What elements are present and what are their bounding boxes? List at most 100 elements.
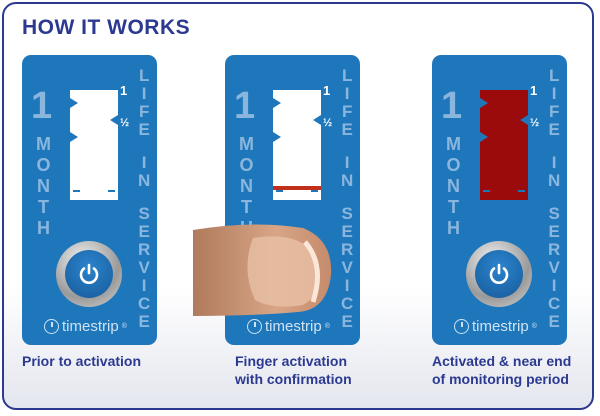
activation-button[interactable]: [56, 241, 122, 307]
registered-mark: ®: [121, 323, 127, 330]
notch-marker: [273, 132, 281, 142]
indicator-window: [70, 90, 118, 200]
clock-icon: [44, 319, 59, 334]
strip-letter: C: [138, 294, 151, 313]
activation-indicator-line: [273, 186, 321, 190]
strip-letter: E: [138, 120, 150, 139]
strip-letter: E: [548, 120, 560, 139]
strip-letter: L: [548, 66, 560, 85]
notch-marker: [273, 98, 281, 108]
strip-letter: L: [341, 66, 353, 85]
strip-letter: E: [341, 222, 353, 241]
strip-letter: E: [138, 222, 150, 241]
caption-line: Prior to activation: [22, 353, 142, 369]
strip-letter: T: [38, 197, 49, 217]
caption-line: with confirmation: [235, 371, 352, 387]
page-title: HOW IT WORKS: [22, 16, 191, 39]
end-tick: [311, 190, 318, 192]
mark-full: 1: [530, 83, 538, 98]
indicator-window: [480, 90, 528, 200]
strip-letter: R: [138, 240, 151, 259]
indicator-window: [273, 90, 321, 200]
end-tick: [276, 190, 283, 192]
strip-letter: V: [138, 258, 150, 277]
duration-number: 1: [234, 85, 256, 127]
mark-half: ½: [530, 117, 540, 129]
timestrip-logo: timestrip®: [247, 318, 330, 335]
notch-marker: [480, 132, 488, 142]
strip-letter: C: [548, 294, 561, 313]
registered-mark: ®: [324, 323, 330, 330]
step-caption: Finger activation with confirmation: [235, 352, 352, 388]
strip-letter: C: [341, 294, 354, 313]
strip-letter: M: [239, 134, 254, 154]
mark-full: 1: [120, 83, 128, 98]
strip-letter: I: [141, 276, 147, 295]
strip-letter: R: [341, 240, 354, 259]
strip-letter: I: [344, 84, 350, 103]
clock-icon: [454, 319, 469, 334]
end-tick: [518, 190, 525, 192]
step-caption: Activated & near end of monitoring period: [432, 352, 571, 388]
registered-mark: ®: [531, 323, 537, 330]
strip-letter: E: [548, 312, 560, 331]
strip-letter: T: [448, 197, 459, 217]
strip-letter: H: [37, 218, 50, 238]
strip-letter: M: [36, 134, 51, 154]
mark-full: 1: [323, 83, 331, 98]
strip-letter: F: [548, 102, 560, 121]
strip-letter: I: [551, 84, 557, 103]
caption-line: of monitoring period: [432, 371, 569, 387]
end-tick: [73, 190, 80, 192]
strip-letter: N: [341, 171, 354, 190]
notch-marker: [70, 98, 78, 108]
activation-button[interactable]: [466, 241, 532, 307]
strip-letter: V: [548, 258, 560, 277]
brand-name: timestrip: [472, 318, 529, 335]
finger-image: [193, 224, 332, 316]
strip-letter: I: [344, 153, 350, 172]
caption-line: Finger activation: [235, 353, 348, 369]
notch-marker: [520, 115, 528, 125]
clock-icon: [247, 319, 262, 334]
end-tick: [483, 190, 490, 192]
elapsed-fill: [480, 90, 528, 200]
notch-marker: [110, 115, 118, 125]
end-tick: [108, 190, 115, 192]
strip-letter: N: [138, 171, 151, 190]
brand-name: timestrip: [265, 318, 322, 335]
strip-letter: E: [341, 120, 353, 139]
timestrip-logo: timestrip®: [454, 318, 537, 335]
notch-marker: [70, 132, 78, 142]
strip-letter: O: [446, 155, 461, 175]
strip-letter: T: [241, 197, 252, 217]
strip-letter: I: [551, 276, 557, 295]
duration-number: 1: [441, 85, 463, 127]
notch-marker: [480, 98, 488, 108]
mark-half: ½: [120, 117, 130, 129]
strip-letter: S: [548, 204, 560, 223]
caption-line: Activated & near end: [432, 353, 572, 369]
strip-letter: E: [138, 312, 150, 331]
power-icon: [489, 263, 509, 284]
strip-letter: V: [341, 258, 353, 277]
duration-number: 1: [31, 85, 53, 127]
mark-half: ½: [323, 117, 333, 129]
notch-marker: [313, 115, 321, 125]
strip-letter: S: [341, 204, 353, 223]
step-caption: Prior to activation: [22, 352, 141, 370]
strip-letter: O: [239, 155, 254, 175]
strip-letter: N: [447, 176, 460, 196]
strip-letter: I: [141, 153, 147, 172]
strip-letter: M: [446, 134, 461, 154]
strip-letter: N: [548, 171, 561, 190]
strip-letter: I: [141, 84, 147, 103]
strip-letter: O: [36, 155, 51, 175]
strip-letter: F: [341, 102, 353, 121]
